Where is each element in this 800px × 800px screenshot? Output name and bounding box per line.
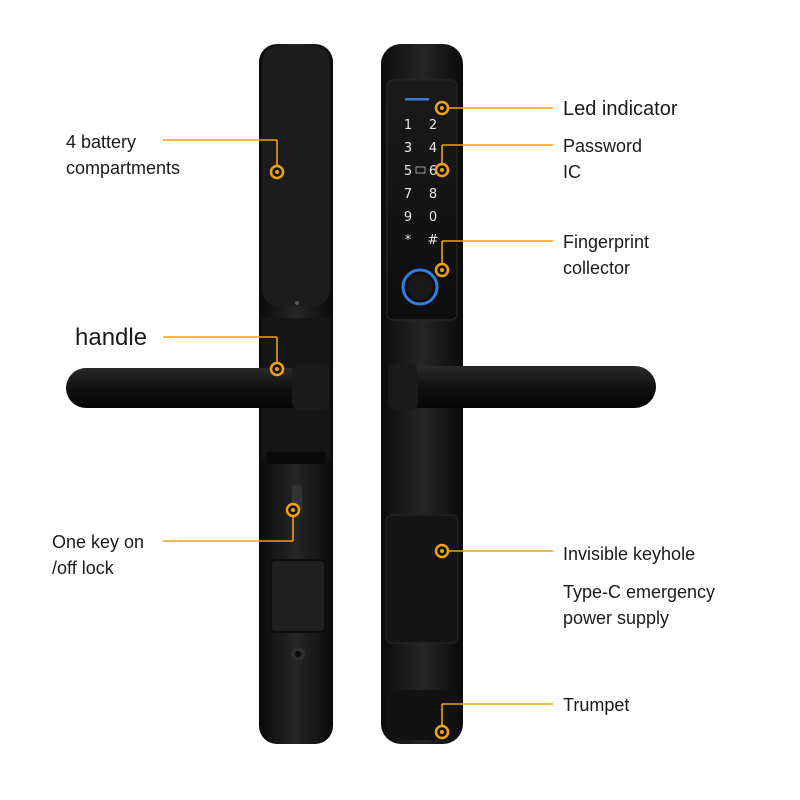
keypad-key: 8 — [429, 187, 437, 202]
callout-lines — [163, 100, 553, 740]
label-fingerprint-collector: Fingerprint collector — [563, 232, 650, 278]
label-one-key-lock: One key on /off lock — [52, 532, 145, 578]
keypad-key: 3 — [404, 141, 412, 156]
card-reader-icon — [415, 166, 426, 174]
callout-marker-center — [440, 549, 444, 553]
keypad-key: 9 — [404, 210, 412, 225]
back-battery-hatch — [270, 559, 326, 633]
front-handle-lever — [400, 366, 656, 408]
callout-marker-center — [440, 168, 444, 172]
keypad-key: 2 — [429, 118, 437, 133]
keypad-panel — [386, 79, 458, 321]
fingerprint-ring — [401, 268, 439, 306]
handle-base-gap — [266, 452, 326, 464]
keyhole-cover — [385, 514, 459, 644]
keypad-key: 6 — [429, 164, 437, 179]
keypad-key: 1 — [404, 118, 412, 133]
keypad-key: # — [428, 233, 439, 248]
label-trumpet: Trumpet — [563, 695, 630, 715]
back-handle-lever — [66, 368, 312, 408]
callout-marker-center — [291, 508, 295, 512]
callout-marker-center — [440, 730, 444, 734]
keypad-grid: 1 2 3 4 5 6 7 8 9 0 * # — [404, 118, 439, 248]
callout-marker-center — [440, 268, 444, 272]
callout-marker-center — [440, 106, 444, 110]
back-handle-hub — [292, 364, 330, 410]
back-screw-inner — [295, 651, 301, 657]
label-battery-compartments: 4 battery compartments — [66, 132, 181, 178]
battery-cover — [262, 46, 330, 306]
callout-marker-center — [275, 367, 279, 371]
label-type-c-power: Type-C emergency power supply — [563, 582, 716, 628]
callout-marker-center — [275, 170, 279, 174]
label-handle: handle — [75, 324, 148, 351]
back-handle — [66, 364, 330, 410]
led-indicator-bar — [405, 98, 429, 101]
keypad-key: 0 — [429, 210, 437, 225]
keypad-key: 7 — [404, 187, 412, 202]
front-handle-hub — [388, 364, 418, 410]
fingerprint-sensor — [407, 274, 433, 300]
label-led-indicator: Led indicator — [563, 98, 678, 120]
keypad-key: * — [405, 233, 412, 248]
front-handle — [388, 364, 656, 410]
keypad-key: 4 — [429, 141, 437, 156]
label-invisible-keyhole: Invisible keyhole — [563, 544, 696, 564]
label-password-ic: Password IC — [563, 136, 643, 182]
battery-cover-dot — [295, 301, 299, 305]
keypad-key: 5 — [404, 164, 412, 179]
